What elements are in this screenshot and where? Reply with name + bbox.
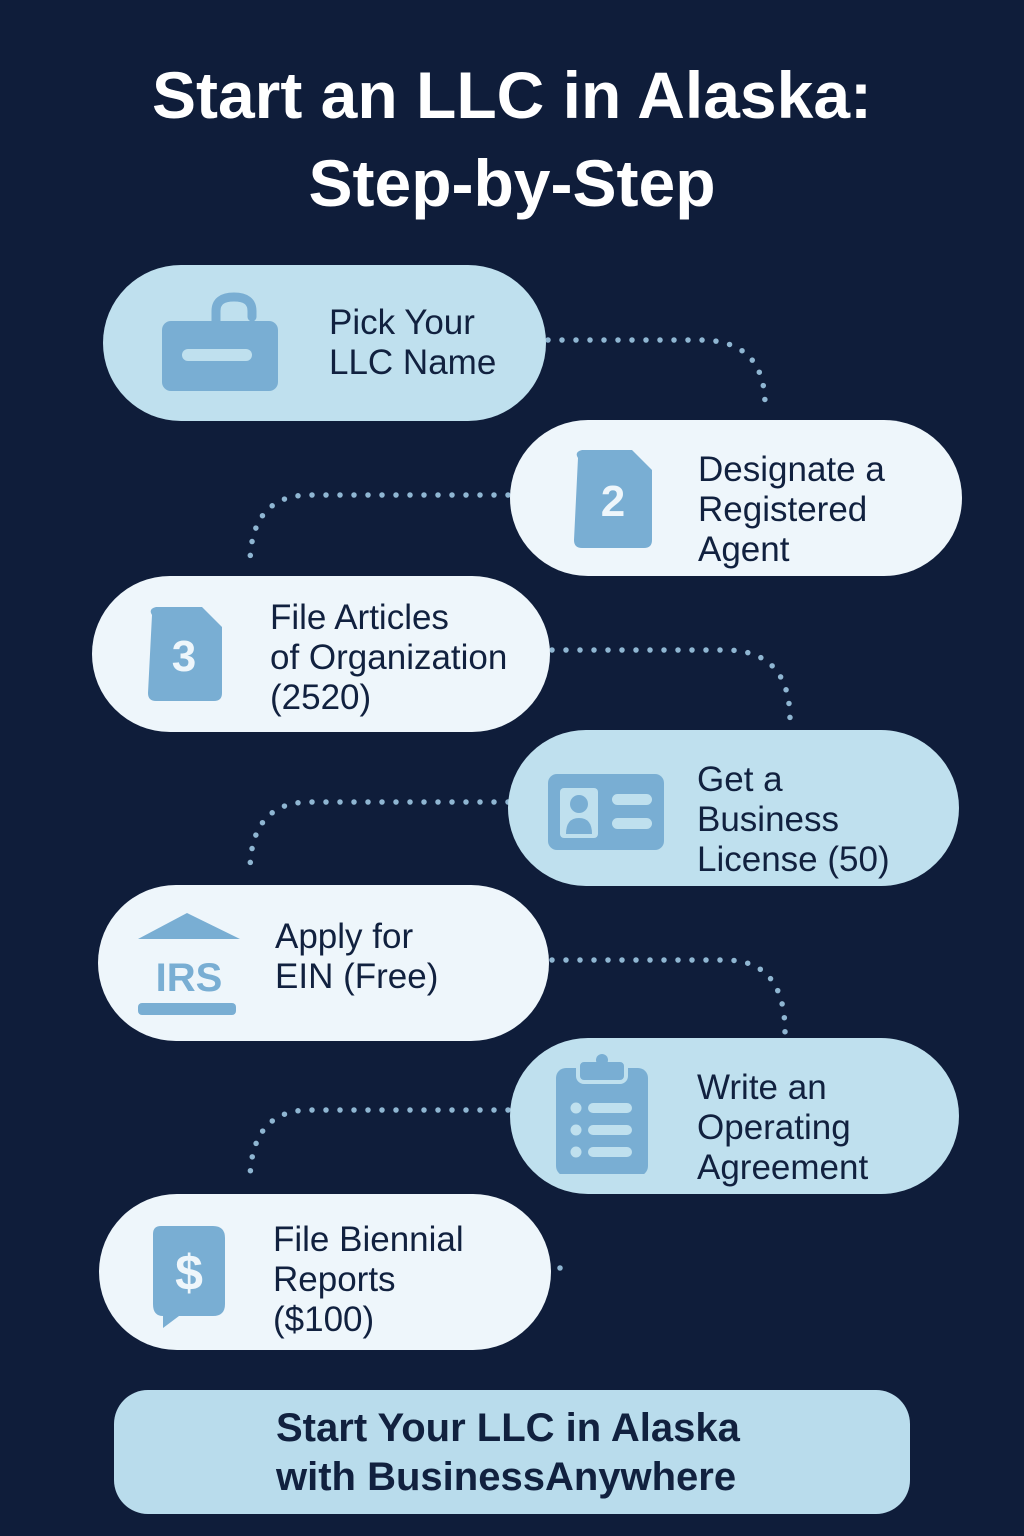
step-3-pill: 3 File Articles of Organization (2520) <box>92 576 550 732</box>
connector-1-2 <box>545 337 768 408</box>
step-3-label: File Articles of Organization (2520) <box>270 598 507 718</box>
step-7-line-3: ($100) <box>273 1300 375 1339</box>
step-7-label: File Biennial Reports ($100) <box>273 1220 464 1340</box>
step-2-label: Designate a Registered Agent <box>698 450 885 570</box>
page-title-line-1: Start an LLC in Alaska: <box>151 58 873 132</box>
step-7-line-1: File Biennial <box>273 1220 464 1259</box>
step-7-badge: $ <box>175 1245 203 1301</box>
step-7-pill: $ File Biennial Reports ($100) <box>99 1194 551 1350</box>
step-6-label: Write an Operating Agreement <box>697 1068 868 1188</box>
step-4-pill: Get a Business License (50) <box>508 730 959 886</box>
step-1-label: Pick Your LLC Name <box>329 303 496 383</box>
step-1-pill: Pick Your LLC Name <box>103 265 546 421</box>
step-3-line-2: of Organization <box>270 638 508 677</box>
step-6-line-2: Operating <box>697 1108 851 1147</box>
cta-button[interactable]: Start Your LLC in Alaska with BusinessAn… <box>114 1390 910 1514</box>
step-2-line-3: Agent <box>698 530 790 569</box>
step-4-line-3: License (50) <box>697 840 890 879</box>
step-2-line-1: Designate a <box>698 450 885 489</box>
document-3-icon: 3 <box>144 601 264 721</box>
dollar-document-icon: $ <box>151 1218 271 1338</box>
document-2-icon: 2 <box>570 442 690 562</box>
step-4-label: Get a Business License (50) <box>697 760 890 880</box>
step-5-line-1: Apply for <box>275 917 414 956</box>
lock-icon <box>158 283 278 403</box>
step-1-line-2: LLC Name <box>329 343 497 382</box>
step-2-pill: 2 Designate a Registered Agent <box>510 420 962 576</box>
step-5-pill: IRS Apply for EIN (Free) <box>98 885 549 1041</box>
cta-text: Start Your LLC in Alaska with BusinessAn… <box>276 1404 740 1502</box>
step-5-line-2: EIN (Free) <box>275 957 439 996</box>
step-5-badge: IRS <box>156 956 223 1000</box>
cta-line-1: Start Your LLC in Alaska <box>276 1406 740 1450</box>
step-3-badge: 3 <box>172 632 196 681</box>
step-2-badge: 2 <box>601 477 625 526</box>
connector-6-7 <box>247 1107 511 1185</box>
step-4-line-1: Get a <box>697 760 783 799</box>
id-card-icon <box>546 748 666 868</box>
connector-3-4 <box>549 647 793 723</box>
cta-line-2: with BusinessAnywhere <box>276 1455 737 1499</box>
step-3-line-3: (2520) <box>270 678 372 717</box>
clipboard-icon <box>552 1054 672 1174</box>
connector-4-5 <box>247 799 511 875</box>
connector-2-3 <box>247 492 511 568</box>
step-7-line-2: Reports <box>273 1260 396 1299</box>
irs-building-icon: IRS <box>134 905 254 1025</box>
step-1-line-1: Pick Your <box>329 303 475 342</box>
step-5-label: Apply for EIN (Free) <box>275 917 438 997</box>
step-4-line-2: Business <box>697 800 840 839</box>
step-6-pill: Write an Operating Agreement <box>510 1038 959 1194</box>
step-6-line-1: Write an <box>697 1068 827 1107</box>
step-3-line-1: File Articles <box>270 598 449 637</box>
connector-5-6 <box>549 957 788 1035</box>
step-6-line-3: Agreement <box>697 1148 869 1187</box>
step-2-line-2: Registered <box>698 490 868 529</box>
page-title-line-2: Step-by-Step <box>308 146 716 220</box>
